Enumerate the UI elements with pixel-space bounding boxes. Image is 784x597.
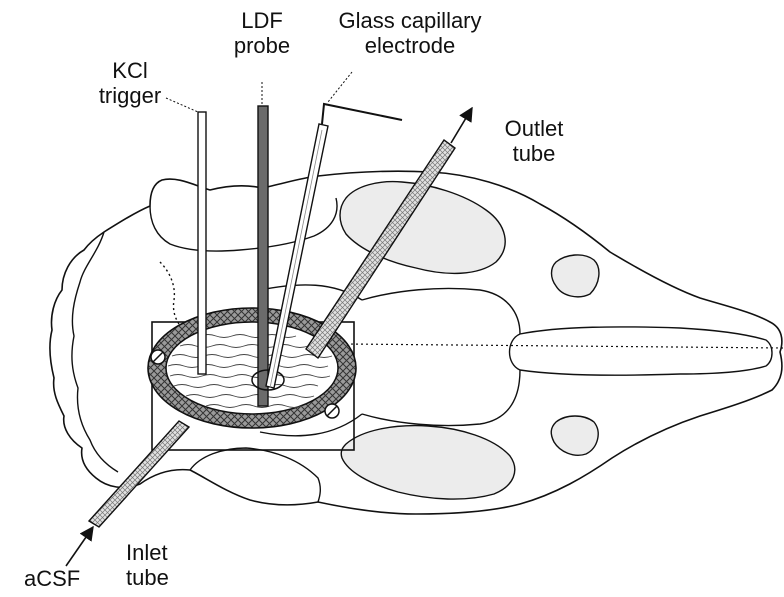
screw-right [325, 404, 339, 418]
outlet-tube-label: Outlet tube [494, 116, 574, 166]
inlet-tube-line-2: tube [126, 565, 206, 590]
kcl-trigger-line-1: KCl [84, 58, 176, 83]
ldf-probe-rod [258, 106, 268, 406]
glass-capillary-line-2: electrode [318, 33, 502, 58]
ldf-probe-line-2: probe [212, 33, 312, 58]
outlet-arrow [451, 108, 472, 143]
kcl-trigger-tube [198, 112, 206, 374]
inlet-tube-line-1: Inlet [126, 540, 206, 565]
outlet-tube-line-1: Outlet [494, 116, 574, 141]
electrode-leader-line [328, 72, 352, 102]
outlet-tube-line-2: tube [494, 141, 574, 166]
screw-left [151, 350, 165, 364]
inlet-tube-label: Inlet tube [126, 540, 206, 590]
chamber-fluid [166, 322, 338, 414]
kcl-trigger-label: KCl trigger [84, 58, 176, 108]
glass-capillary-line-1: Glass capillary [318, 8, 502, 33]
ldf-probe-line-1: LDF [212, 8, 312, 33]
glass-capillary-electrode-label: Glass capillary electrode [318, 8, 502, 58]
acsf-label: aCSF [24, 566, 80, 591]
acsf-arrow [66, 527, 93, 566]
ldf-probe-label: LDF probe [212, 8, 312, 58]
kcl-trigger-line-2: trigger [84, 83, 176, 108]
